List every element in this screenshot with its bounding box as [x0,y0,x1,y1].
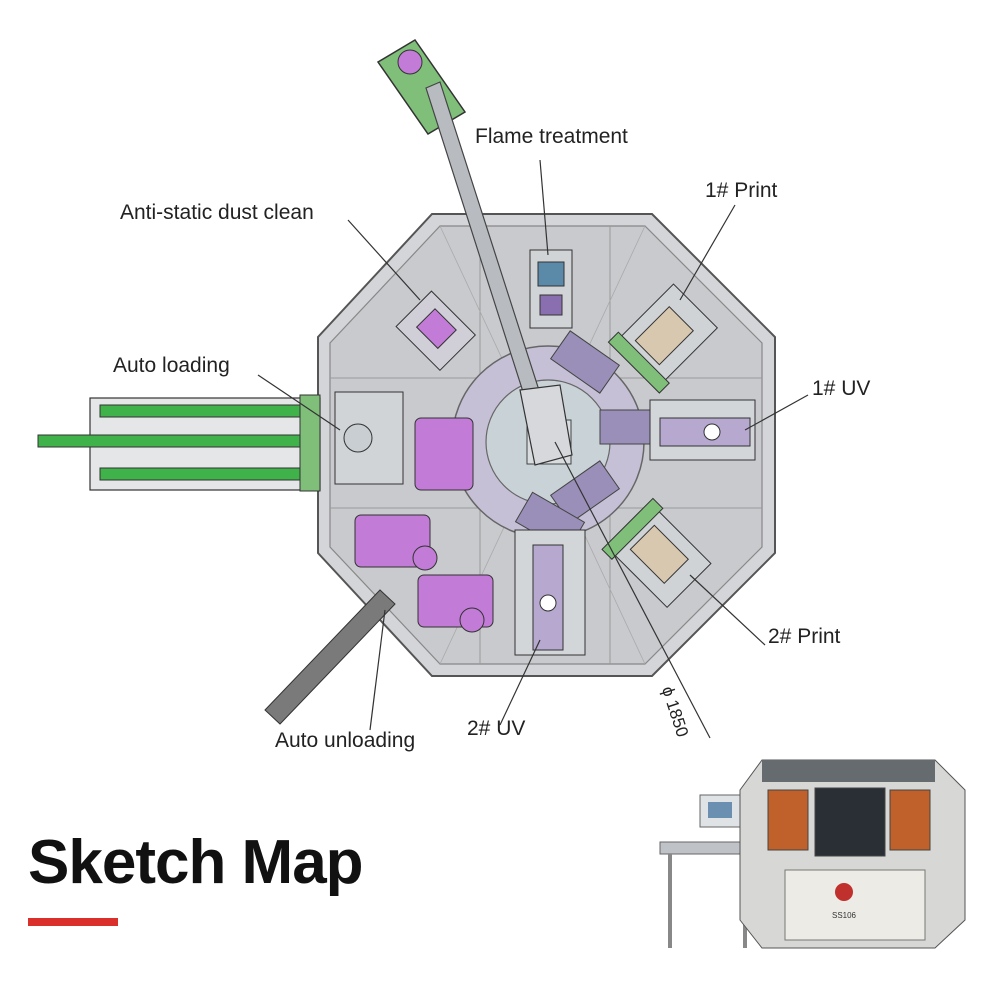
label-uv-2: 2# UV [467,717,526,740]
auto-loading-conveyor [37,391,474,492]
page-title: Sketch Map [28,828,364,897]
print-1-station [607,283,719,394]
label-auto-unloading: Auto unloading [275,729,416,752]
leader-lines [257,159,809,739]
label-print-1: 1# Print [705,179,778,202]
uv-2-station [514,529,586,656]
label-auto-loading: Auto loading [113,354,230,377]
auto-unloading-conveyor [264,514,494,725]
title-accent-bar [28,918,118,926]
label-uv-1: 1# UV [812,377,871,400]
flame-treatment-arm [376,38,573,466]
label-print-2: 2# Print [768,625,841,648]
photo-badge: SS106 [832,911,857,920]
anti-static-station [395,290,477,372]
uv-1-station [649,399,756,461]
label-anti-static: Anti-static dust clean [120,201,314,224]
flame-station [529,249,573,329]
print-2-station [601,497,712,609]
machine-photo: SS106 [659,759,966,949]
label-flame-treatment: Flame treatment [475,125,628,148]
